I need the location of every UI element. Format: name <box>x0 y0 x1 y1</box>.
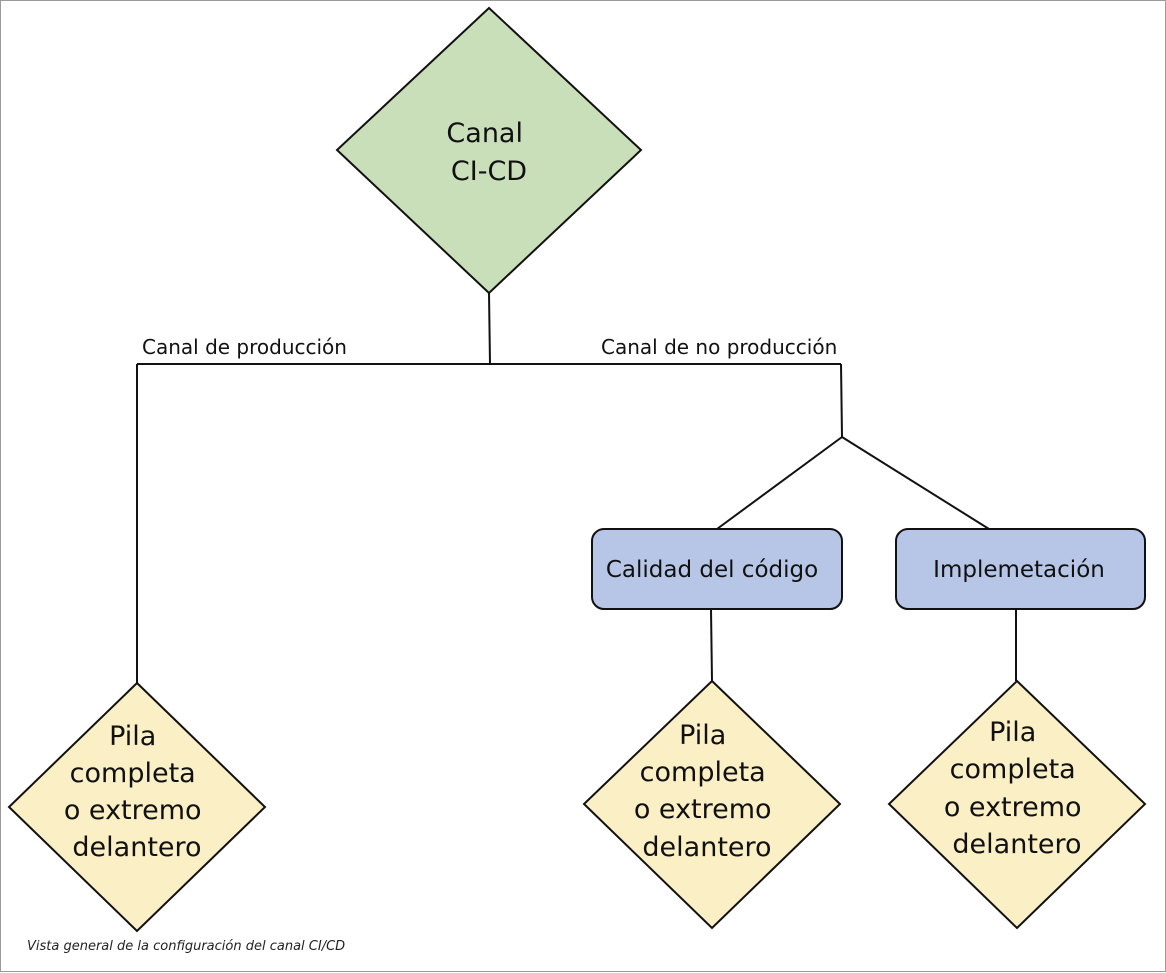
root-label-line: CI-CD <box>451 156 527 187</box>
non-production-drop <box>840 363 843 438</box>
production-stack-line: completa <box>70 758 196 789</box>
root-label-line: Canal <box>446 118 523 149</box>
production-stack-line: delantero <box>72 832 201 863</box>
quality-stack-line: delantero <box>642 832 771 863</box>
root-stem <box>488 292 491 365</box>
production-stack-label: Pila completa o extremo delantero <box>64 721 210 863</box>
quality-stack-node: Pila completa o extremo delantero <box>582 679 842 930</box>
code-quality-box <box>591 528 843 610</box>
diagram-caption: Vista general de la configuración del ca… <box>27 939 346 954</box>
quality-stack-line: o extremo <box>634 794 772 825</box>
production-stack-node: Pila completa o extremo delantero <box>7 681 267 933</box>
production-stack-line: o extremo <box>64 795 202 826</box>
production-pipeline-label: Canal de producción <box>142 335 347 359</box>
deployment-node: Implemetación <box>895 528 1146 610</box>
deployment-box <box>895 528 1146 610</box>
deployment-stack-line: Pila <box>989 717 1036 748</box>
code-quality-label: Calidad del código <box>606 557 818 583</box>
root-label: Canal CI-CD <box>446 118 531 187</box>
deployment-stack-line: completa <box>950 754 1076 785</box>
quality-stack-line: Pila <box>679 720 726 751</box>
deployment-stack-line: o extremo <box>944 792 1082 823</box>
deployment-stack-diamond <box>887 679 1147 930</box>
quality-stack-diamond <box>582 679 842 930</box>
connectors <box>136 292 1017 683</box>
split-to-deployment <box>841 436 990 530</box>
deployment-label: Implemetación <box>933 557 1105 583</box>
code-quality-node: Calidad del código <box>591 528 843 610</box>
production-stack-line: Pila <box>109 721 156 752</box>
quality-stack-line: completa <box>640 757 766 788</box>
split-to-quality <box>716 436 843 530</box>
root-diamond <box>335 6 643 295</box>
deployment-stack-label: Pila completa o extremo delantero <box>944 717 1090 860</box>
deployment-stack-node: Pila completa o extremo delantero <box>887 679 1147 930</box>
root-node: Canal CI-CD <box>335 6 643 295</box>
production-stack-diamond <box>7 681 267 933</box>
non-production-pipeline-label: Canal de no producción <box>601 335 837 359</box>
quality-stack-label: Pila completa o extremo delantero <box>634 720 780 863</box>
quality-drop <box>710 608 713 682</box>
deployment-stack-line: delantero <box>952 829 1081 860</box>
